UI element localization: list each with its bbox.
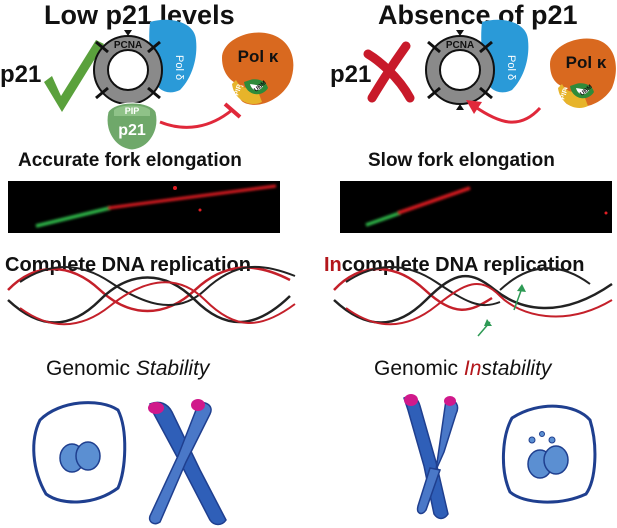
pol-kappa-right: Pol κ PIP UBM [550, 38, 616, 108]
replication-in-prefix: In [324, 254, 342, 276]
recruitment-arrow [473, 104, 542, 124]
p21-pip-label: PIP [125, 106, 140, 116]
pol-kappa-left: Pol κ PIP UBM [222, 32, 294, 105]
replication-strands-left [7, 265, 296, 326]
pcna-label-left: PCNA [114, 40, 142, 51]
cell-abnormal [501, 404, 597, 504]
right-title: Absence of p21 [378, 0, 578, 30]
left-genomic-label: Genomic Stability [46, 357, 209, 381]
arrowhead-icon [466, 100, 482, 114]
inhibition-line [159, 108, 233, 129]
cell-normal [32, 401, 127, 504]
pol-delta-label-right: Pol δ [505, 55, 517, 80]
genomic-prefix: Genomic [374, 357, 464, 380]
right-fork-label: Slow fork elongation [368, 150, 555, 171]
inhibition-bar-icon [223, 102, 242, 119]
pol-delta-label-left: Pol δ [173, 55, 185, 80]
p21-protein-label: p21 [118, 122, 146, 139]
replication-rest: complete DNA replication [341, 254, 585, 276]
chromosome-broken [403, 394, 459, 520]
stall-arrow-icon-2 [513, 287, 523, 311]
check-icon [44, 40, 104, 112]
replication-strands-right [333, 266, 613, 326]
pol-kappa-pip-label-right: PIP [559, 87, 570, 100]
pcna-ring-left: PCNA [93, 30, 163, 110]
stability-word: Stability [135, 357, 210, 380]
fiber-image-left [8, 181, 280, 233]
right-replication-label: Incomplete DNA replication [324, 254, 584, 277]
pcna-label-right: PCNA [446, 40, 474, 51]
p21-pip-region [114, 105, 150, 116]
pol-kappa-label-right: Pol κ [566, 53, 607, 72]
pol-kappa-label-left: Pol κ [238, 47, 279, 66]
left-title: Low p21 levels [44, 0, 235, 30]
right-p21-label: p21 [330, 61, 371, 88]
left-p21-label: p21 [0, 61, 41, 88]
left-fork-label: Accurate fork elongation [18, 150, 242, 171]
pol-kappa-pip-label-left: PIP [233, 83, 244, 96]
cross-icon-stroke [367, 41, 411, 103]
stall-arrowhead-icon-2 [517, 284, 526, 292]
genomic-prefix: Genomic [46, 357, 136, 380]
instability-in-prefix: In [463, 357, 482, 380]
stall-arrowhead-icon [484, 319, 492, 326]
fiber-image-right [340, 181, 612, 233]
pcna-ring-right: PCNA [425, 30, 495, 110]
chromosome-normal [148, 399, 227, 526]
right-genomic-label: Genomic Instability [374, 357, 551, 381]
instability-rest: stability [481, 357, 552, 380]
